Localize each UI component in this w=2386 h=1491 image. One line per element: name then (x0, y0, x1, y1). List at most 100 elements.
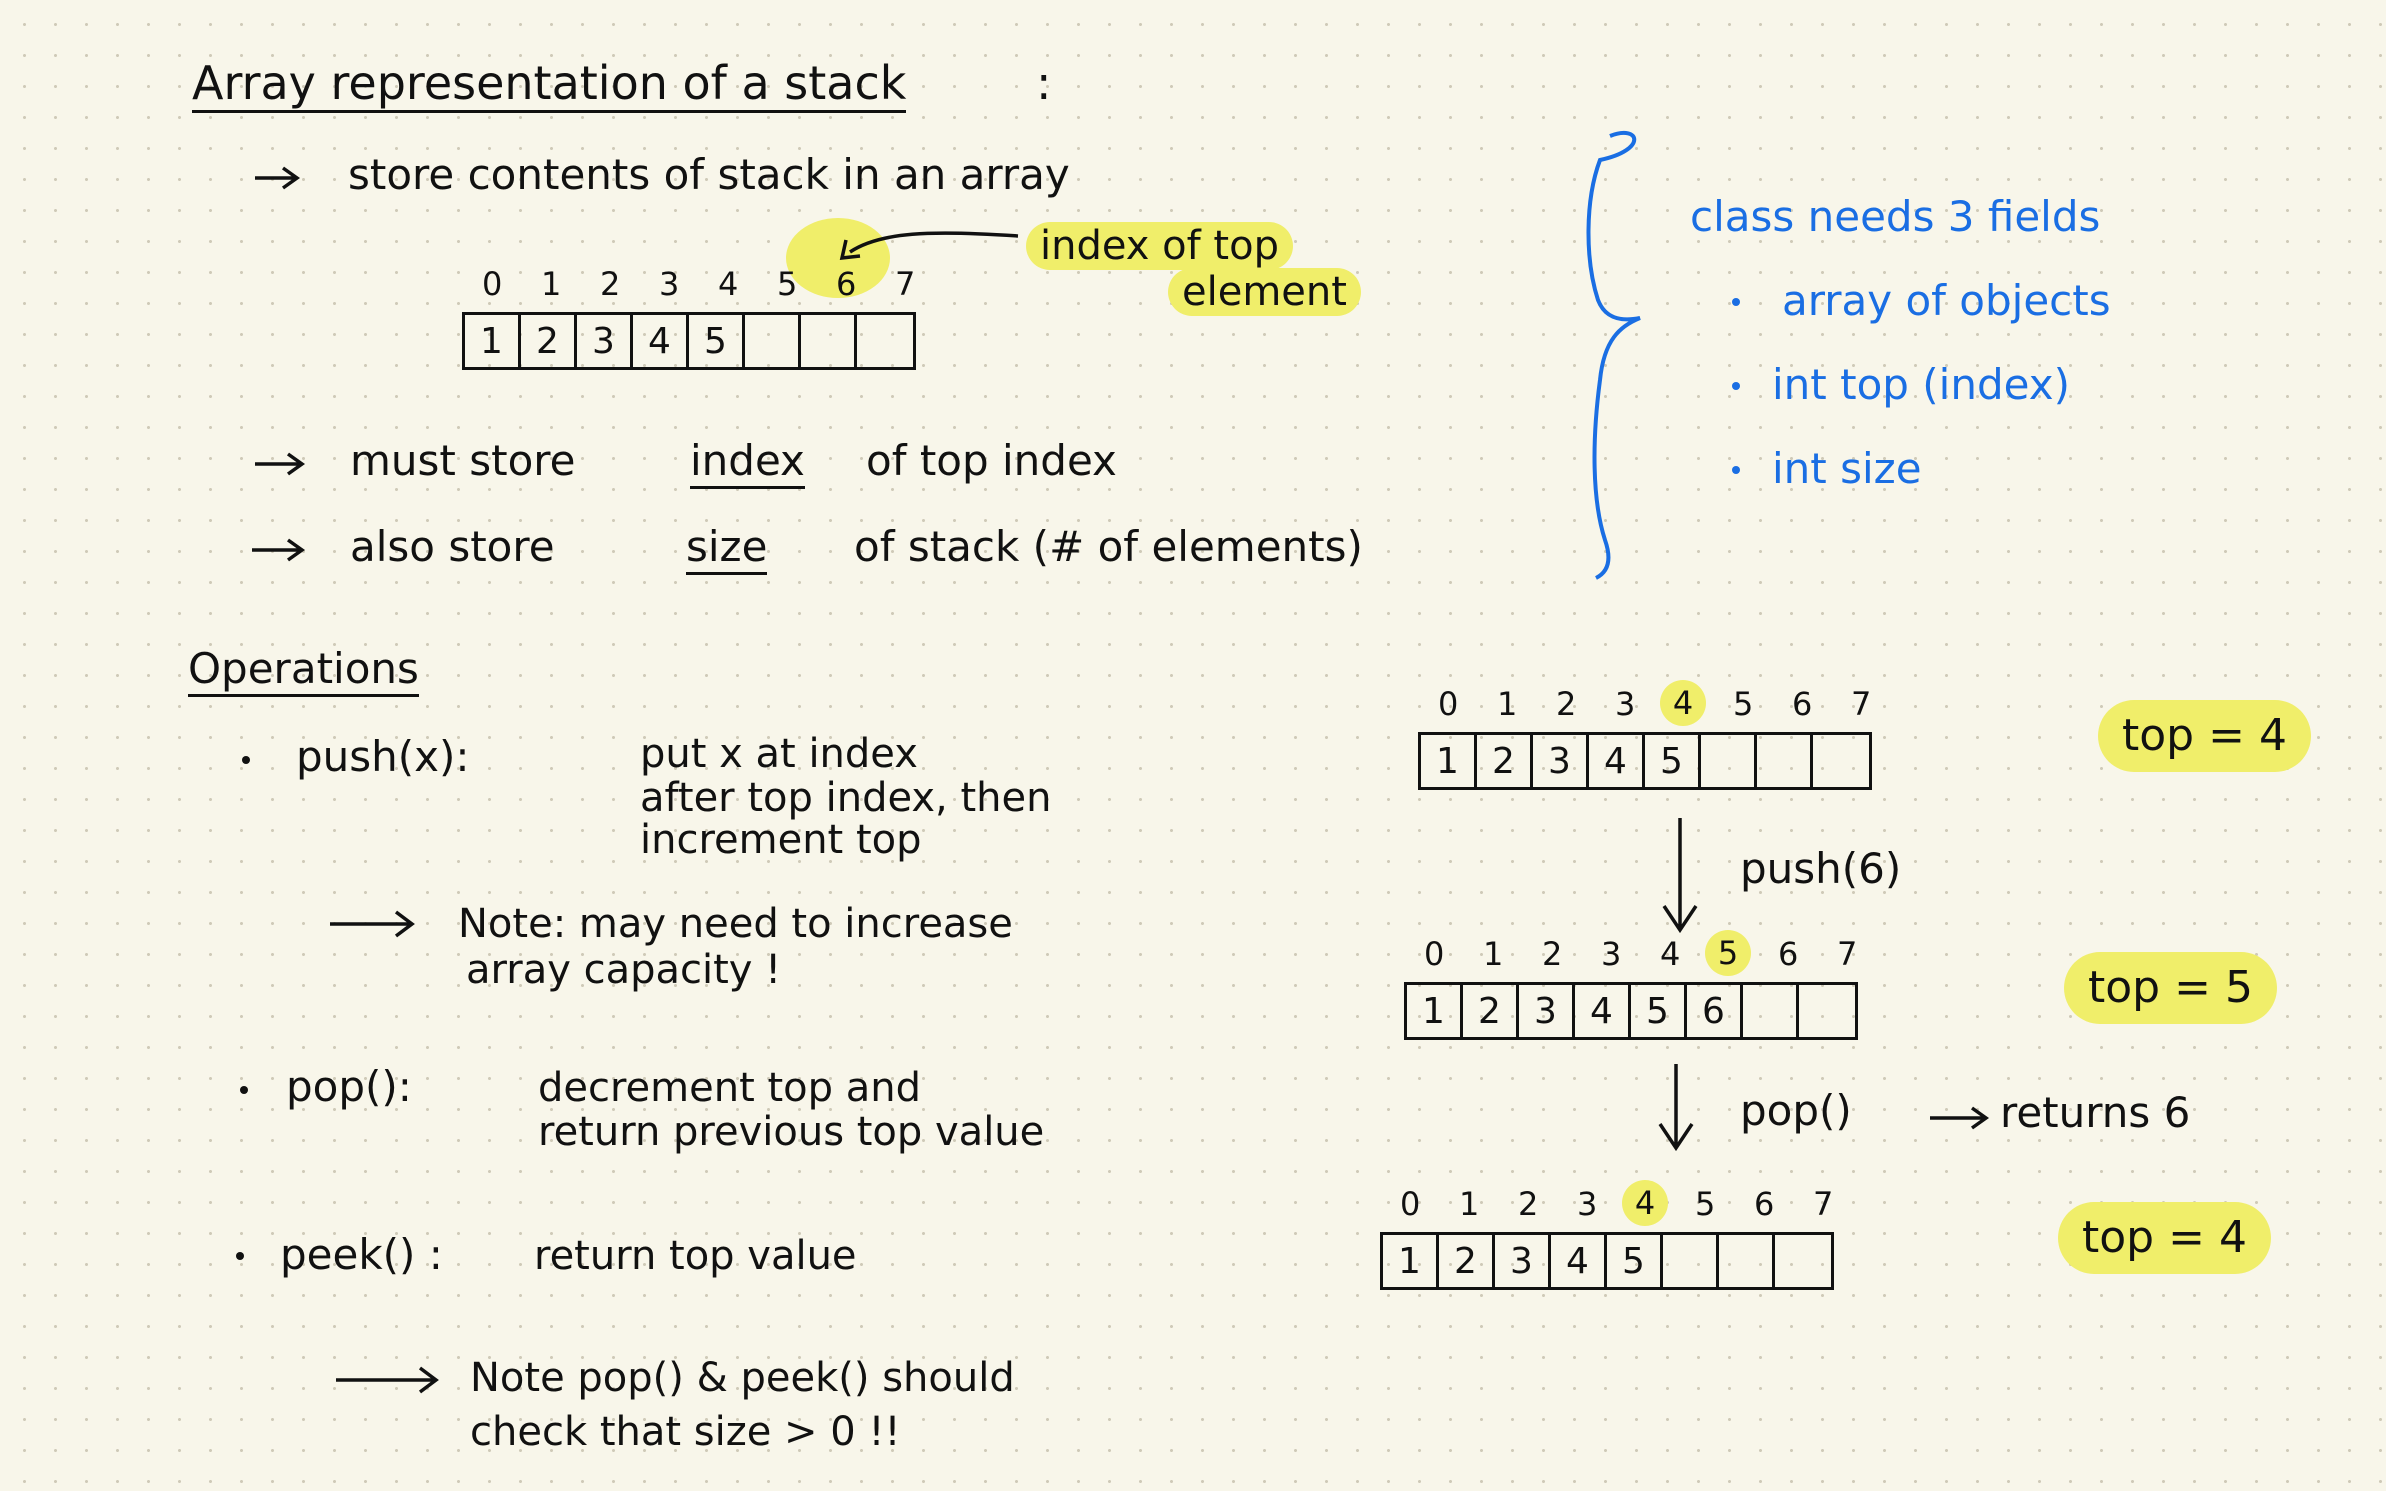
index-label: 0 (482, 265, 503, 303)
index-label: 5 (777, 265, 798, 303)
array-cell: 1 (1383, 1235, 1439, 1287)
bullet-also-store-prefix: also store (350, 522, 555, 571)
array-cell: 4 (1589, 735, 1645, 787)
index-label: 7 (1851, 685, 1872, 723)
bullet-dot-icon (1732, 466, 1740, 474)
page-title: Array representation of a stack (192, 60, 907, 113)
index-label: 1 (1483, 935, 1504, 973)
array-cell: 1 (1407, 985, 1463, 1037)
class-field-1: int top (index) (1772, 360, 2070, 409)
index-label: 3 (1601, 935, 1622, 973)
bullet-also-store-suffix: of stack (# of elements) (854, 522, 1363, 571)
array-cell: 4 (1551, 1235, 1607, 1287)
class-field-0: array of objects (1782, 276, 2111, 325)
top-index-label: 4 (1660, 680, 1706, 726)
class-note-title: class needs 3 fields (1690, 192, 2101, 241)
push-desc-2: increment top (640, 817, 922, 863)
peek-desc: return top value (534, 1233, 857, 1279)
index-label: 2 (1518, 1185, 1539, 1223)
array-cell: 1 (1421, 735, 1477, 787)
index-label: 1 (541, 265, 562, 303)
array-cell (745, 315, 801, 367)
class-field-2: int size (1772, 444, 1922, 493)
index-label: 0 (1438, 685, 1459, 723)
index-label: 0 (1400, 1185, 1421, 1223)
array-cell: 5 (1631, 985, 1687, 1037)
index-highlight (786, 218, 890, 298)
index-label: 0 (1424, 935, 1445, 973)
array-cell (1743, 985, 1799, 1037)
bullet-store-contents: store contents of stack in an array (348, 150, 1070, 199)
array-cell: 5 (1645, 735, 1701, 787)
pop-name: pop(): (286, 1062, 412, 1111)
array-cell: 1 (465, 315, 521, 367)
index-label: 2 (600, 265, 621, 303)
index-label: 7 (1813, 1185, 1834, 1223)
arrow-icon (330, 910, 415, 938)
arrow-icon (252, 538, 306, 562)
array-cell: 5 (1607, 1235, 1663, 1287)
array-cell: 4 (633, 315, 689, 367)
title-colon: : (1036, 56, 1052, 110)
index-label: 2 (1556, 685, 1577, 723)
push-desc-0: put x at index (640, 731, 918, 777)
array-cell: 3 (1519, 985, 1575, 1037)
array-cell (1719, 1235, 1775, 1287)
top-index-label: 4 (1622, 1180, 1668, 1226)
index-label: 1 (1459, 1185, 1480, 1223)
array-cell (1701, 735, 1757, 787)
array-cell (1663, 1235, 1719, 1287)
bullet-must-store-index: index (690, 440, 805, 489)
arrow-icon (336, 1366, 439, 1394)
bullet-dot-icon (236, 1252, 244, 1260)
final-note-1: check that size > 0 !! (470, 1409, 901, 1455)
bullet-must-store-prefix: must store (350, 436, 576, 485)
index-label: 5 (1695, 1185, 1716, 1223)
pop-transition-label: pop() (1740, 1086, 1852, 1135)
index-label: 6 (836, 265, 857, 303)
arrowhead-icon (839, 239, 861, 261)
peek-name: peek() : (280, 1230, 443, 1279)
down-arrow-icon (1658, 1064, 1694, 1152)
array-cell (1775, 1235, 1831, 1287)
top-label-after-pop: top = 4 (2058, 1202, 2271, 1274)
operations-heading: Operations (188, 648, 419, 697)
array-cell: 3 (1533, 735, 1589, 787)
index-label: 6 (1778, 935, 1799, 973)
index-label: 7 (1837, 935, 1858, 973)
bullet-must-store-suffix: of top index (866, 436, 1117, 485)
pop-desc-0: decrement top and (538, 1065, 922, 1111)
arrow-icon (255, 166, 301, 190)
arrow-icon (1930, 1106, 1990, 1130)
push-note-1: array capacity ! (466, 947, 782, 993)
array-cell: 4 (1575, 985, 1631, 1037)
push-note-0: Note: may need to increase (458, 901, 1013, 947)
bullet-also-store-size: size (686, 526, 768, 575)
push-transition-label: push(6) (1740, 844, 1902, 893)
pop-returns-label: returns 6 (2000, 1088, 2191, 1137)
array-cell: 3 (1495, 1235, 1551, 1287)
array-cell (1799, 985, 1855, 1037)
push-desc-1: after top index, then (640, 775, 1052, 821)
curly-brace-icon (1586, 130, 1641, 580)
top-index-label: 5 (1705, 930, 1751, 976)
array-cell: 2 (1477, 735, 1533, 787)
array-cell: 2 (1463, 985, 1519, 1037)
top-label-after-push: top = 5 (2064, 952, 2277, 1024)
index-label: 3 (1615, 685, 1636, 723)
top-label-initial: top = 4 (2098, 700, 2311, 772)
array-cell (1813, 735, 1869, 787)
array-cell: 5 (689, 315, 745, 367)
index-label: 6 (1792, 685, 1813, 723)
top-annotation-arrow (849, 231, 1019, 254)
array-cell (801, 315, 857, 367)
down-arrow-icon (1662, 818, 1698, 934)
final-note-0: Note pop() & peek() should (470, 1355, 1015, 1401)
index-label: 5 (1733, 685, 1754, 723)
top-annotation-line1: index of top (1026, 222, 1293, 270)
